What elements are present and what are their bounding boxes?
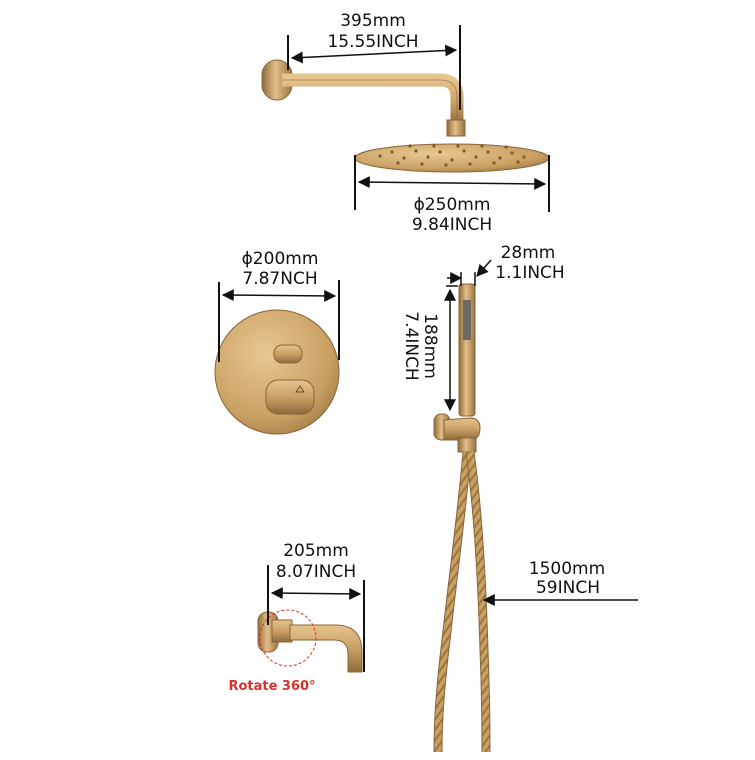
handle-h-inch-label: 7.4INCH <box>401 311 421 380</box>
spray-face <box>463 300 471 340</box>
spout-mm-label: 205mm <box>283 541 349 561</box>
head-diameter-dimension: ϕ250mm 9.84INCH <box>354 155 550 235</box>
handle-width-dimension: 28mm 1.1INCH <box>447 243 565 286</box>
upper-knob <box>273 344 303 364</box>
hand-shower <box>433 283 481 453</box>
main-lever-body <box>265 379 315 415</box>
head-mm-label: ϕ250mm <box>414 195 491 215</box>
rotate-indicator-circle <box>259 609 317 667</box>
handle-h-mm-label: 188mm <box>420 313 440 379</box>
spout-inch-label: 8.07INCH <box>276 562 356 582</box>
hose-length-dimension: 1500mm 59INCH <box>482 559 638 606</box>
shower-head <box>354 143 550 173</box>
arm-mm-label: 395mm <box>340 11 406 31</box>
logo-mark <box>295 385 305 393</box>
arm-length-dimension: 395mm 15.55INCH <box>287 11 461 110</box>
valve-plate <box>214 309 340 465</box>
hose-mm-label: 1500mm <box>529 559 605 579</box>
nozzle-pattern <box>378 144 526 167</box>
arm-inch-label: 15.55INCH <box>327 32 418 52</box>
handle-height-dimension: 188mm 7.4INCH <box>401 285 458 412</box>
valve-inch-label: 7.87NCH <box>242 269 317 289</box>
spout-length-dimension: 205mm 8.07INCH <box>267 541 365 672</box>
shower-arm <box>261 59 466 137</box>
rotate-note: Rotate 360° <box>228 679 315 694</box>
handle-w-mm-label: 28mm <box>501 243 556 263</box>
head-inch-label: 9.84INCH <box>412 215 492 235</box>
valve-mm-label: ϕ200mm <box>242 249 319 269</box>
hose-inch-label: 59INCH <box>536 578 600 598</box>
tub-spout <box>257 609 363 673</box>
valve-diameter-dimension: ϕ200mm 7.87NCH <box>218 249 340 362</box>
handle-w-inch-label: 1.1INCH <box>495 263 564 283</box>
hose <box>433 451 491 753</box>
